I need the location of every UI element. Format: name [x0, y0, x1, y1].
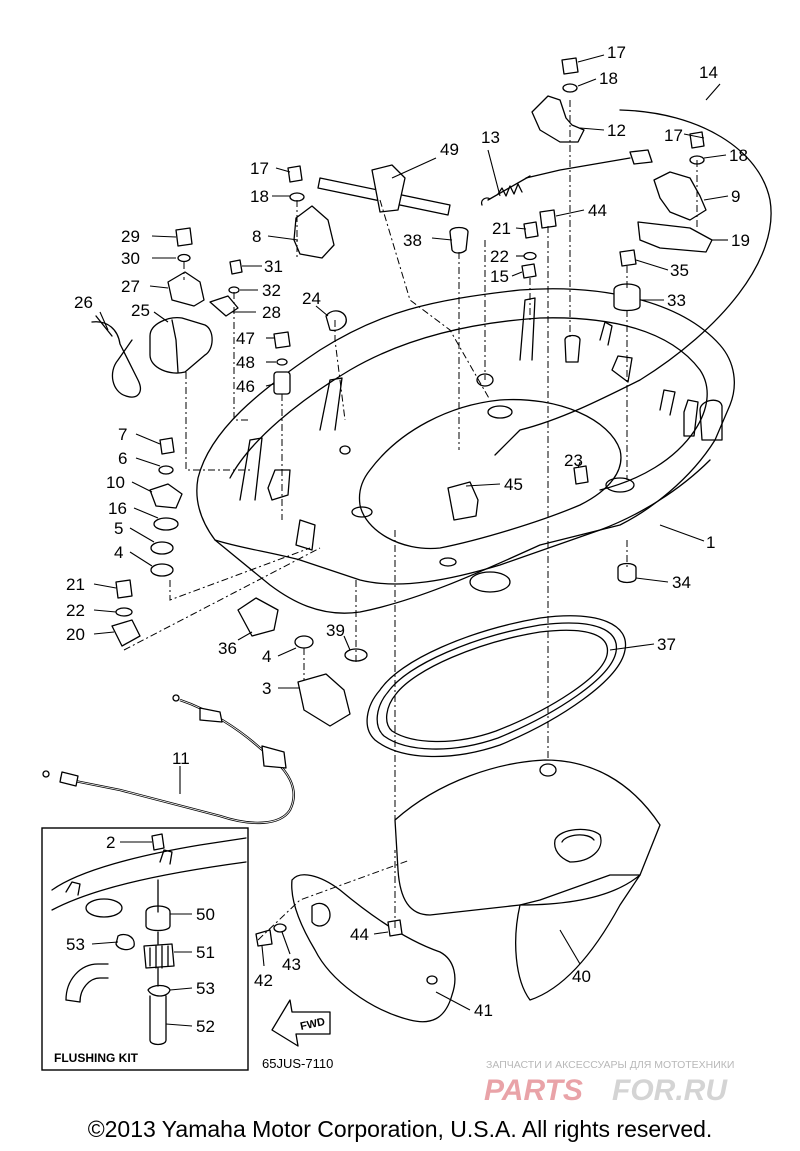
callout-18c: 18 — [250, 187, 269, 206]
callout-34: 34 — [672, 573, 691, 592]
callout-21a: 21 — [492, 219, 511, 238]
callout-35: 35 — [670, 261, 689, 280]
callout-18a: 18 — [599, 69, 618, 88]
watermark-logo-part2: FOR.RU — [612, 1074, 728, 1107]
callout-47: 47 — [236, 329, 255, 348]
callout-36: 36 — [218, 639, 237, 658]
lower-cover — [394, 759, 661, 1001]
callout-19: 19 — [731, 231, 750, 250]
callout-24: 24 — [302, 289, 321, 308]
small-parts — [91, 57, 772, 947]
callout-26: 26 — [74, 293, 93, 312]
callout-8: 8 — [252, 227, 261, 246]
callout-27: 27 — [121, 277, 140, 296]
callout-31: 31 — [264, 257, 283, 276]
diagram-code: 65JUS-7110 — [262, 1056, 333, 1071]
callout-4a: 4 — [114, 543, 123, 562]
copyright-notice: ©2013 Yamaha Motor Corporation, U.S.A. A… — [87, 1116, 713, 1142]
callout-30: 30 — [121, 249, 140, 268]
callout-4b: 4 — [262, 647, 271, 666]
callout-44b: 44 — [350, 925, 369, 944]
callout-1: 1 — [706, 533, 715, 552]
callout-43: 43 — [282, 955, 301, 974]
callout-7: 7 — [118, 425, 127, 444]
callout-39: 39 — [326, 621, 345, 640]
callout-22a: 22 — [490, 247, 509, 266]
fwd-arrow: FWD — [271, 999, 331, 1047]
callout-15: 15 — [490, 267, 509, 286]
callout-32: 32 — [262, 281, 281, 300]
callout-45: 45 — [504, 475, 523, 494]
flushing-kit-inset — [41, 827, 249, 1071]
callout-18b: 18 — [729, 146, 748, 165]
callout-23: 23 — [564, 451, 583, 470]
bottom-cowling — [196, 288, 735, 614]
callout-17b: 17 — [664, 126, 683, 145]
callout-50: 50 — [196, 905, 215, 924]
cable-assembly — [42, 694, 295, 825]
callout-25: 25 — [131, 301, 150, 320]
callout-17a: 17 — [607, 43, 626, 62]
watermark-tagline: ЗАПЧАСТИ И АКСЕССУАРЫ ДЛЯ МОТОТЕХНИКИ — [486, 1059, 734, 1071]
callout-16: 16 — [108, 499, 127, 518]
callout-48: 48 — [236, 353, 255, 372]
callout-20: 20 — [66, 625, 85, 644]
callout-labels: 17 18 14 12 13 17 18 9 49 17 18 29 8 38 … — [66, 43, 750, 1036]
assembly-lines — [123, 100, 698, 941]
fwd-label: FWD — [299, 1016, 326, 1033]
callout-29: 29 — [121, 227, 140, 246]
callout-3: 3 — [262, 679, 271, 698]
callout-53a: 53 — [66, 935, 85, 954]
callout-42: 42 — [254, 971, 273, 990]
callout-51: 51 — [196, 943, 215, 962]
leader-lines — [91, 54, 729, 1027]
callout-38: 38 — [403, 231, 422, 250]
callout-49: 49 — [440, 140, 459, 159]
callout-11: 11 — [172, 749, 190, 768]
callout-33: 33 — [667, 291, 686, 310]
callout-6: 6 — [118, 449, 127, 468]
callout-37: 37 — [657, 635, 676, 654]
flushing-kit-label: FLUSHING KIT — [54, 1051, 139, 1065]
callout-2: 2 — [106, 833, 115, 852]
callout-44a: 44 — [588, 201, 607, 220]
callout-41: 41 — [474, 1001, 493, 1020]
callout-17c: 17 — [250, 159, 269, 178]
callout-10: 10 — [106, 473, 125, 492]
watermark-logo-part1: PARTS — [484, 1074, 583, 1107]
watermark: ЗАПЧАСТИ И АКСЕССУАРЫ ДЛЯ МОТОТЕХНИКИ PA… — [484, 1059, 734, 1107]
callout-28: 28 — [262, 303, 281, 322]
callout-46: 46 — [236, 377, 255, 396]
callout-52: 52 — [196, 1017, 215, 1036]
callout-21b: 21 — [66, 575, 85, 594]
callout-12: 12 — [607, 121, 626, 140]
callout-5: 5 — [114, 519, 123, 538]
callout-14: 14 — [699, 63, 718, 82]
callout-40: 40 — [572, 967, 591, 986]
callout-22b: 22 — [66, 601, 85, 620]
callout-53b: 53 — [196, 979, 215, 998]
side-cover — [291, 874, 456, 1023]
callout-13: 13 — [481, 128, 500, 147]
seal-ring — [366, 615, 627, 758]
callout-9: 9 — [731, 187, 740, 206]
